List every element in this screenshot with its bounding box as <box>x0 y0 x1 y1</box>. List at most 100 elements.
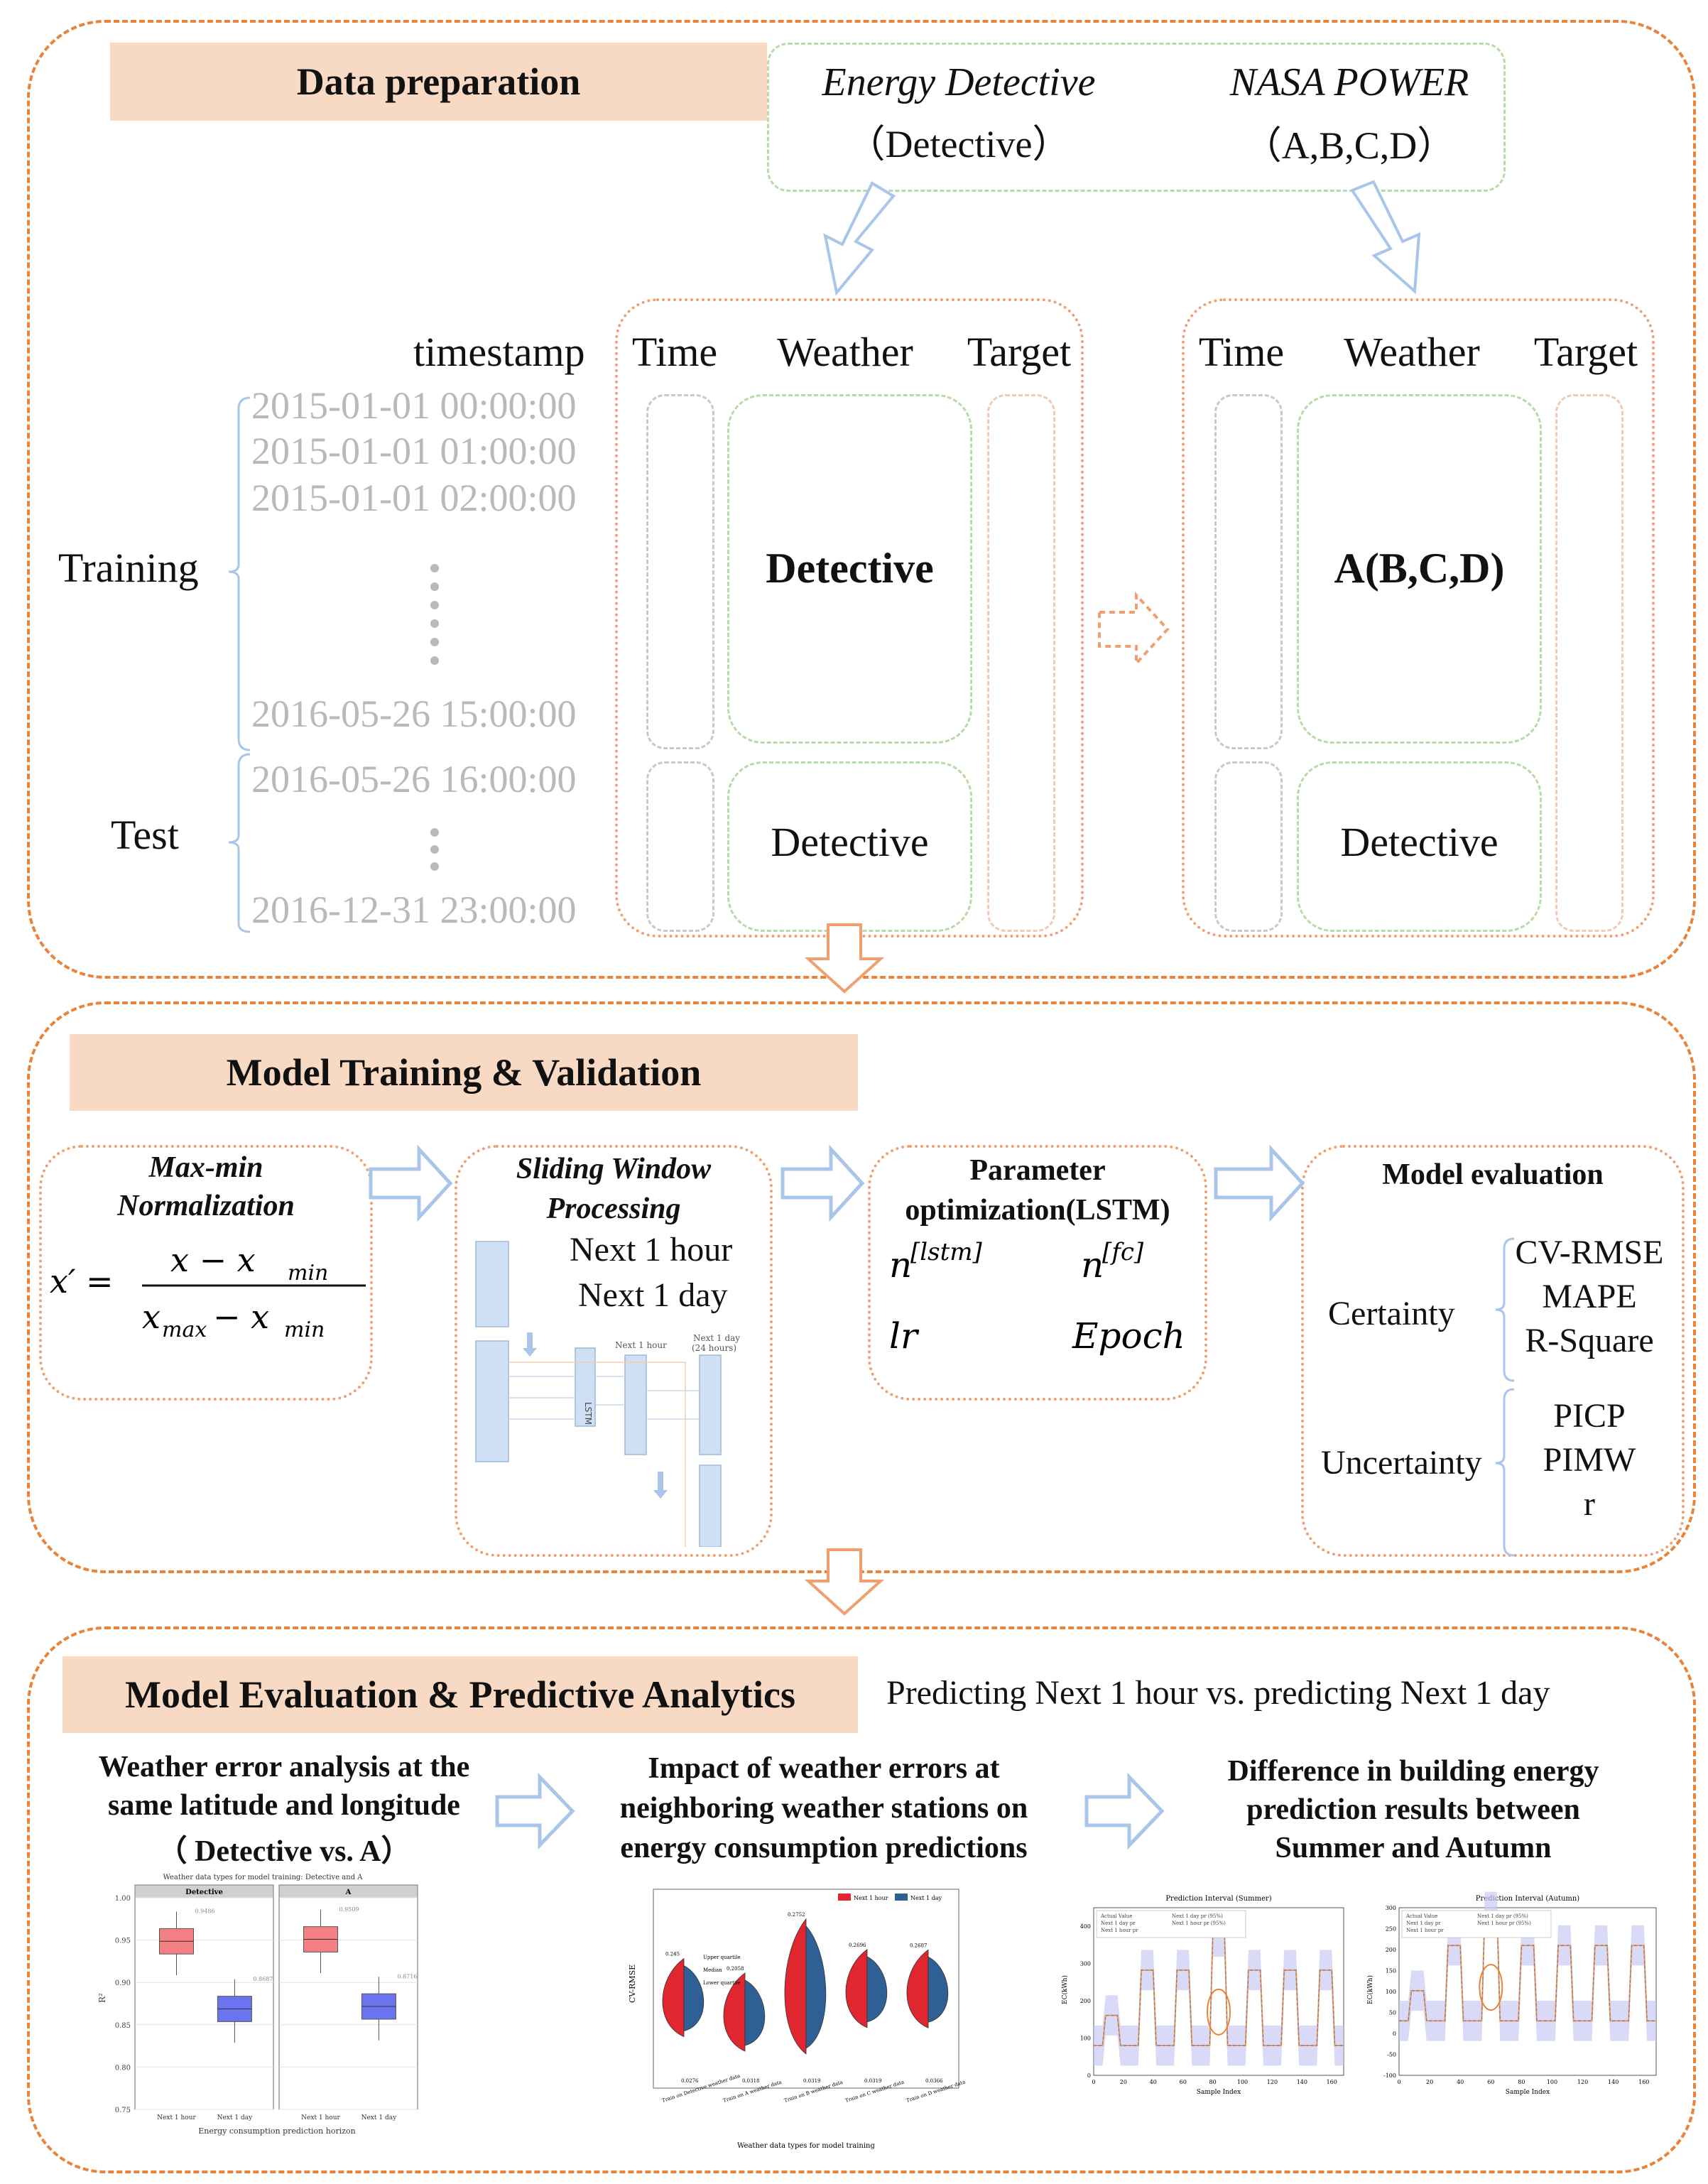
data-label: 0.245 <box>665 1952 680 1957</box>
uncertainty-metric: PICP <box>1553 1397 1626 1435</box>
panel-label: Detective <box>185 1889 223 1896</box>
svg-text:LSTM: LSTM <box>583 1402 593 1425</box>
weather-test-label: Detective <box>1340 819 1498 865</box>
violin-half <box>683 1965 705 2032</box>
normalization-formula: x′ = x − x min x max − x min <box>50 1241 366 1342</box>
svg-text:Next 1 hour: Next 1 hour <box>615 1340 667 1350</box>
weather-test-cell <box>1297 761 1542 932</box>
time-column-train <box>646 394 714 749</box>
section-header-data-preparation: Data preparation <box>110 43 767 121</box>
violin-half <box>784 1918 807 2055</box>
column-header-weather: Weather <box>1344 329 1480 375</box>
y-tick-label: 200 <box>1386 1947 1396 1953</box>
analysis-arrows <box>495 1772 1165 1850</box>
chart-title: Weather data types for model training: D… <box>163 1874 363 1881</box>
legend-label: Next 1 hour pr <box>1406 1928 1444 1933</box>
predictive-analytics-panel <box>27 1626 1696 2173</box>
normalization-title: Max-min <box>148 1151 263 1184</box>
dataset-transfer-arrow <box>1098 591 1170 668</box>
x-tick-label: 60 <box>1180 2079 1187 2085</box>
legend-label: Next 1 hour pr (95%) <box>1172 1920 1226 1926</box>
x-tick-label: 80 <box>1209 2079 1217 2085</box>
x-tick-label: 40 <box>1457 2079 1464 2085</box>
annotation: Lower quartile <box>703 1980 741 1986</box>
x-tick-label: 100 <box>1547 2079 1557 2085</box>
violin-half <box>845 1949 868 2028</box>
y-tick-label: 300 <box>1080 1961 1091 1967</box>
x-tick-label: 60 <box>1487 2079 1494 2085</box>
chart-title: Prediction Interval (Summer) <box>1165 1895 1271 1903</box>
model-evaluation-box <box>1301 1145 1685 1557</box>
data-label: 0.2687 <box>910 1943 928 1948</box>
legend-label: Next 1 hour pr (95%) <box>1477 1920 1531 1926</box>
legend-label: Actual Value <box>1405 1913 1437 1919</box>
x-tick-label: 140 <box>1608 2079 1619 2085</box>
violin-half <box>805 1925 827 2049</box>
legend-swatch <box>895 1894 908 1901</box>
legend-label: Next 1 day <box>910 1895 942 1901</box>
x-tick-label: 20 <box>1426 2079 1433 2085</box>
legend-label: Next 1 day pr (95%) <box>1172 1913 1223 1919</box>
next-1-hour-label: Next 1 hour <box>570 1231 733 1268</box>
legend-box <box>1096 1910 1246 1938</box>
analysis-weather-error: Weather error analysis at the <box>98 1751 470 1783</box>
timestamp-row: 2016-05-26 15:00:00 <box>251 692 577 735</box>
parameter-optimization-box <box>868 1145 1207 1401</box>
x-tick-label: 100 <box>1237 2079 1248 2085</box>
violin-half <box>723 1972 746 2052</box>
svg-text:[fc]: [fc] <box>1102 1238 1144 1266</box>
legend-swatch <box>838 1894 851 1901</box>
column-header-target: Target <box>967 329 1072 375</box>
timestamp-row: 2016-12-31 23:00:00 <box>251 889 577 931</box>
x-tick-label: 120 <box>1577 2079 1588 2085</box>
x-tick-label: Next 1 hour <box>301 2114 340 2121</box>
violin-half <box>928 1956 949 2023</box>
data-label: 0.0318 <box>742 2078 760 2084</box>
legend-label: Next 1 day pr <box>1101 1920 1136 1926</box>
analysis-seasonal-difference: Difference in building energy <box>1227 1755 1599 1788</box>
test-label: Test <box>111 812 179 858</box>
x-axis-label: Sample Index <box>1197 2089 1241 2096</box>
legend-label: Next 1 hour pr <box>1101 1928 1138 1933</box>
actual-line <box>1399 1911 1656 2021</box>
certainty-metric: R-Square <box>1525 1322 1654 1359</box>
data-label: 0.0276 <box>681 2078 699 2084</box>
y-axis-label: R² <box>97 1993 107 2003</box>
data-label: 0.9486 <box>195 1908 215 1915</box>
y-tick-label: 100 <box>1386 1989 1396 1995</box>
analysis-seasonal-difference: Summer and Autumn <box>1275 1832 1552 1864</box>
training-label: Training <box>58 545 199 591</box>
test-bracket <box>228 753 251 933</box>
process-arrows <box>369 1144 1305 1222</box>
legend-label: Next 1 hour <box>854 1895 888 1901</box>
weather-train-label: A(B,C,D) <box>1334 545 1505 592</box>
y-tick-label: 50 <box>1389 2010 1396 2016</box>
data-label: 0.2058 <box>727 1966 744 1972</box>
actual-line <box>1094 1936 1344 2046</box>
sliding-window-title: Processing <box>546 1192 681 1225</box>
x-tick-label: 80 <box>1518 2079 1525 2085</box>
svg-text:n: n <box>889 1244 912 1286</box>
uncertainty-bracket <box>1495 1388 1515 1557</box>
y-tick-label: 250 <box>1386 1926 1396 1933</box>
column-header-time: Time <box>631 329 718 375</box>
time-column-train <box>1214 394 1283 749</box>
analysis-neighbor-stations: Impact of weather errors at <box>648 1752 1000 1785</box>
x-tick-label: 160 <box>1327 2079 1337 2085</box>
parameter-optimization-title: Parameter <box>969 1154 1106 1187</box>
y-tick-label: 0 <box>1393 2031 1396 2037</box>
y-tick-label: 400 <box>1080 1923 1091 1930</box>
uncertainty-label: Uncertainty <box>1321 1444 1482 1482</box>
svg-text:Next 1 day: Next 1 day <box>693 1333 740 1343</box>
x-tick-label: 160 <box>1638 2079 1649 2085</box>
dataset-nasa-box <box>1182 298 1655 938</box>
data-label: 0.9509 <box>339 1906 359 1913</box>
x-tick-label: 20 <box>1120 2079 1127 2085</box>
data-label: 0.0366 <box>925 2078 943 2084</box>
annotation: Upper quartile <box>703 1955 741 1960</box>
certainty-label: Certainty <box>1328 1295 1455 1332</box>
weather-test-label: Detective <box>771 819 929 865</box>
y-axis-label: CV-RMSE <box>628 1965 637 2003</box>
analysis-weather-error: （ Detective vs. A） <box>157 1835 411 1868</box>
